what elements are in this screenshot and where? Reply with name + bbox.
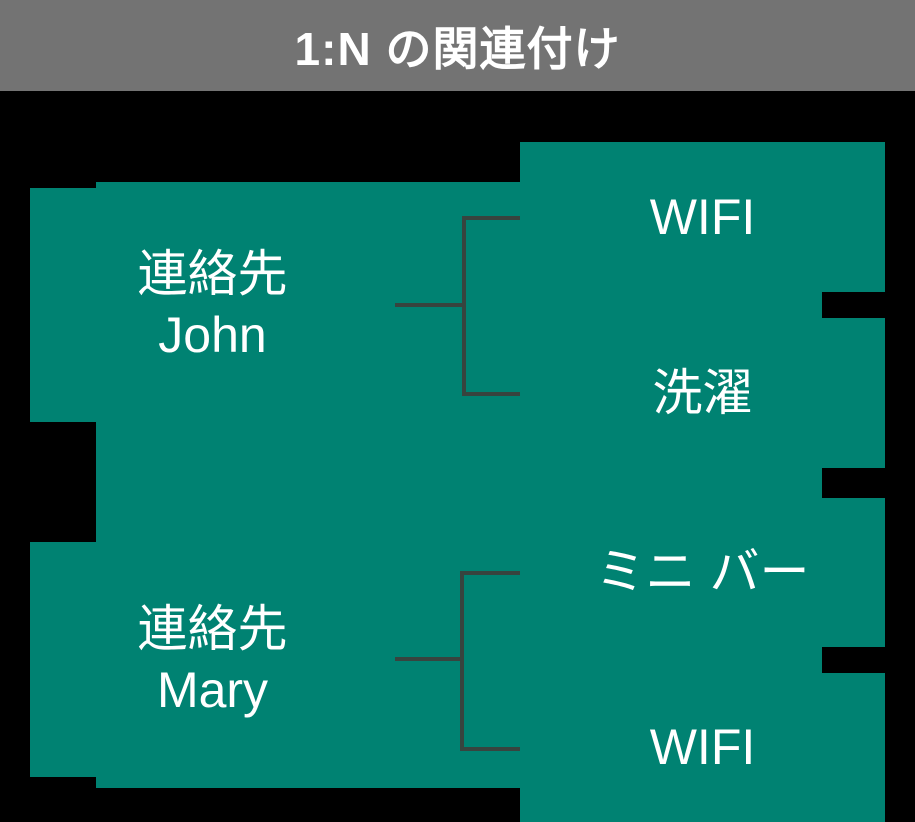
node-wifi-1-label: WIFI bbox=[649, 188, 756, 245]
node-contact-mary-name: Mary bbox=[156, 661, 269, 718]
connector-john-bracket-vertical bbox=[462, 216, 466, 396]
node-contact-john: 連絡先 John bbox=[30, 188, 395, 422]
connector-john-to-wifi bbox=[462, 216, 520, 220]
connector-mary-bracket-vertical bbox=[460, 571, 464, 751]
node-laundry: 洗濯 bbox=[520, 318, 885, 468]
title-bar: 1:N の関連付け bbox=[0, 0, 915, 91]
connector-mary-to-wifi bbox=[460, 747, 520, 751]
connector-mary-stub bbox=[394, 657, 460, 661]
connector-mary-to-minibar bbox=[460, 571, 520, 575]
connector-john-stub bbox=[393, 303, 462, 307]
node-minibar-label: ミニ バー bbox=[595, 544, 810, 600]
node-laundry-label: 洗濯 bbox=[652, 364, 753, 421]
diagram-title: 1:N の関連付け bbox=[294, 22, 621, 75]
node-contact-mary-label: 連絡先 bbox=[137, 600, 288, 657]
node-minibar: ミニ バー bbox=[520, 498, 885, 647]
connector-john-to-laundry bbox=[462, 392, 520, 396]
node-contact-john-name: John bbox=[158, 307, 267, 363]
node-contact-mary: 連絡先 Mary bbox=[30, 542, 395, 777]
node-contact-john-label: 連絡先 bbox=[137, 246, 288, 302]
node-wifi-2: WIFI bbox=[520, 673, 885, 822]
node-wifi-1: WIFI bbox=[520, 142, 885, 292]
node-wifi-2-label: WIFI bbox=[649, 719, 756, 775]
